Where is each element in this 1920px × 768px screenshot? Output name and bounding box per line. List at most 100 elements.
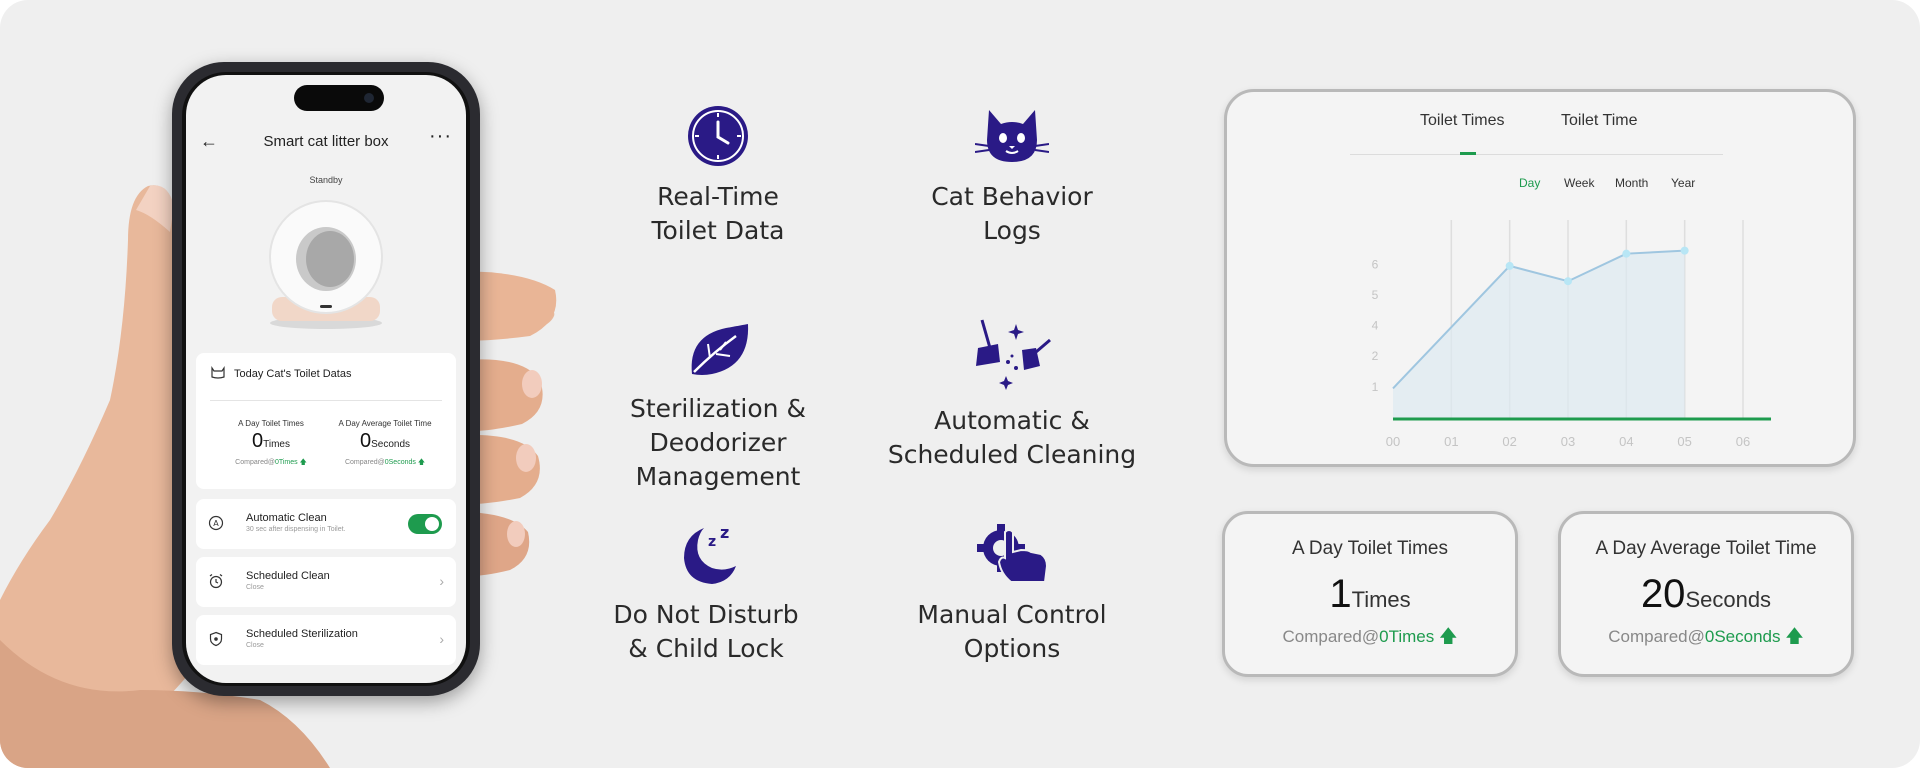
series-area bbox=[1393, 250, 1685, 419]
metric-average-time: A Day Average Toilet Time 0Seconds Compa… bbox=[330, 419, 440, 469]
data-point bbox=[1680, 246, 1689, 255]
feature-do-not-disturb: z z Do Not Disturb & Child Lock bbox=[546, 522, 866, 666]
row-subtitle: Close bbox=[246, 642, 264, 649]
chevron-right-icon: › bbox=[439, 631, 444, 647]
compare-prefix: Compared@ bbox=[1282, 627, 1380, 646]
stat-value: 1 bbox=[1329, 572, 1352, 616]
stat-value-line: 1Times bbox=[1225, 572, 1515, 618]
period-day[interactable]: Day bbox=[1519, 176, 1541, 190]
device-status: Standby bbox=[309, 175, 343, 185]
stat-unit: Seconds bbox=[1685, 587, 1772, 612]
compare-value: 0Times bbox=[274, 459, 298, 466]
y-tick-label: 4 bbox=[1372, 319, 1379, 333]
compare-prefix: Compared@ bbox=[344, 459, 385, 466]
alarm-clock-icon bbox=[209, 574, 223, 589]
moon-sleep-icon: z z bbox=[684, 523, 736, 584]
svg-text:A: A bbox=[213, 519, 219, 528]
tab-toilet-time[interactable]: Toilet Time bbox=[1561, 112, 1638, 129]
divider bbox=[210, 400, 442, 401]
compare-value: 0Times bbox=[1379, 627, 1435, 646]
up-arrow-icon: 🡅 bbox=[417, 459, 426, 466]
x-tick-label: 02 bbox=[1502, 434, 1516, 449]
feature-cleaning: Automatic & Scheduled Cleaning bbox=[852, 318, 1172, 472]
stat-value: 20 bbox=[1640, 572, 1686, 616]
metric-value-line: 0Seconds bbox=[330, 430, 440, 456]
row-subtitle: Close bbox=[246, 584, 264, 591]
feature-real-time-data: Real-Time Toilet Data bbox=[558, 104, 878, 248]
dynamic-island bbox=[294, 85, 384, 111]
metric-unit: Times bbox=[263, 439, 290, 450]
period-month[interactable]: Month bbox=[1615, 176, 1649, 190]
stat-card-toilet-times: A Day Toilet Times 1Times Compared@0Time… bbox=[1222, 511, 1518, 677]
svg-text:z: z bbox=[720, 523, 729, 542]
tab-toilet-times[interactable]: Toilet Times bbox=[1420, 112, 1505, 129]
y-tick-label: 6 bbox=[1372, 257, 1379, 271]
period-week[interactable]: Week bbox=[1564, 176, 1595, 190]
metric-value: 0 bbox=[252, 430, 264, 452]
y-tick-label: 5 bbox=[1372, 288, 1379, 302]
today-data-card: Today Cat's Toilet Datas A Day Toilet Ti… bbox=[196, 353, 456, 489]
metric-compare: Compared@0Seconds 🡅 bbox=[330, 458, 440, 469]
metric-unit: Seconds bbox=[371, 439, 411, 450]
row-scheduled-clean[interactable]: Scheduled Clean Close › bbox=[196, 557, 456, 607]
stat-value-line: 20Seconds bbox=[1561, 572, 1851, 618]
litter-box-image bbox=[269, 200, 383, 329]
app-header: ← Smart cat litter box ··· bbox=[186, 125, 466, 161]
automatic-clean-toggle[interactable] bbox=[408, 514, 442, 534]
more-options-icon[interactable]: ··· bbox=[429, 125, 452, 147]
feature-label: Real-Time Toilet Data bbox=[651, 182, 785, 245]
period-year[interactable]: Year bbox=[1671, 176, 1696, 190]
feature-sterilization: Sterilization & Deodorizer Management bbox=[558, 322, 878, 494]
row-title: Scheduled Sterilization bbox=[246, 628, 358, 640]
phone-frame: ← Smart cat litter box ··· Standby Today… bbox=[172, 62, 480, 696]
feature-label: Cat Behavior Logs bbox=[931, 182, 1093, 245]
stat-unit: Times bbox=[1351, 587, 1411, 612]
feature-label: Automatic & Scheduled Cleaning bbox=[887, 406, 1137, 469]
x-tick-label: 06 bbox=[1736, 434, 1750, 449]
feature-manual-control: Manual Control Options bbox=[852, 522, 1172, 666]
chevron-right-icon: › bbox=[439, 573, 444, 589]
phone-screen: ← Smart cat litter box ··· Standby Today… bbox=[186, 75, 466, 683]
active-tab-indicator bbox=[1460, 152, 1476, 155]
svg-text:z: z bbox=[708, 534, 716, 550]
row-automatic-clean[interactable]: A Automatic Clean 30 sec after dispensin… bbox=[196, 499, 456, 549]
feature-cat-behavior: Cat Behavior Logs bbox=[852, 104, 1172, 248]
back-arrow-icon[interactable]: ← bbox=[200, 131, 218, 151]
up-arrow-icon: 🡅 bbox=[1438, 626, 1458, 646]
row-scheduled-sterilization[interactable]: Scheduled Sterilization Close › bbox=[196, 615, 456, 665]
cat-icon bbox=[975, 110, 1049, 162]
toilet-chart-card: Toilet Times Toilet Time Day Week Month … bbox=[1224, 89, 1856, 467]
x-tick-label: 01 bbox=[1444, 434, 1458, 449]
row-title: Automatic Clean bbox=[246, 512, 327, 524]
metric-toilet-times: A Day Toilet Times 0Times Compared@0Time… bbox=[216, 419, 326, 469]
feature-label: Do Not Disturb & Child Lock bbox=[613, 600, 799, 663]
metric-label: A Day Toilet Times bbox=[238, 419, 304, 428]
y-tick-label: 2 bbox=[1372, 349, 1379, 363]
tab-underline bbox=[1350, 154, 1723, 155]
stat-card-average-time: A Day Average Toilet Time 20Seconds Comp… bbox=[1558, 511, 1854, 677]
compare-prefix: Compared@ bbox=[235, 459, 275, 466]
metric-label: A Day Average Toilet Time bbox=[338, 419, 432, 428]
x-tick-label: 04 bbox=[1619, 434, 1633, 449]
row-title: Scheduled Clean bbox=[246, 570, 330, 582]
compare-prefix: Compared@ bbox=[1608, 627, 1705, 646]
auto-clean-icon: A bbox=[208, 515, 224, 531]
metric-value-line: 0Times bbox=[216, 430, 326, 456]
compare-value: 0Seconds bbox=[384, 459, 416, 466]
brooms-icon bbox=[976, 319, 1051, 390]
gear-hand-icon bbox=[977, 524, 1049, 583]
up-arrow-icon: 🡅 bbox=[299, 459, 307, 466]
feature-label: Sterilization & Deodorizer Management bbox=[630, 394, 806, 491]
stat-compare: Compared@0Times 🡅 bbox=[1225, 624, 1515, 654]
data-point bbox=[1622, 249, 1631, 258]
compare-value: 0Seconds bbox=[1704, 627, 1781, 646]
hand-illustration bbox=[0, 185, 557, 768]
y-tick-label: 1 bbox=[1372, 380, 1379, 394]
leaf-icon bbox=[691, 324, 749, 375]
clock-icon bbox=[688, 106, 748, 166]
metric-value: 0 bbox=[359, 430, 372, 452]
app-title: Smart cat litter box bbox=[263, 133, 389, 150]
shield-icon bbox=[209, 631, 223, 647]
